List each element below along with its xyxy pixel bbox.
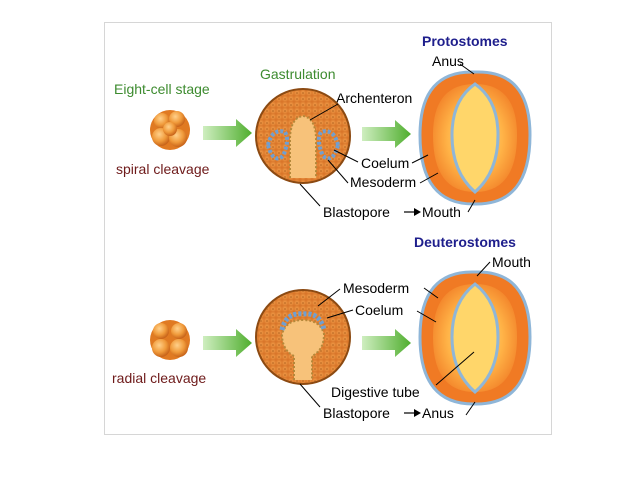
archenteron-label: Archenteron [336, 90, 412, 106]
coelum-label-bottom: Coelum [355, 302, 403, 318]
mesoderm-label-bottom: Mesoderm [343, 280, 409, 296]
arrow-icon [362, 329, 411, 357]
deuterostomes-title: Deuterostomes [414, 234, 516, 250]
arrow-icon [203, 119, 252, 147]
gastrulation-label: Gastrulation [260, 66, 335, 82]
spiral-cleavage-label: spiral cleavage [116, 161, 210, 177]
gastrula-deuterostome [255, 289, 351, 385]
arrow-icon [203, 329, 252, 357]
anus-label-bottom: Anus [422, 405, 454, 421]
protostome-body [418, 70, 532, 206]
eight-cell-embryo-radial [150, 320, 190, 360]
radial-cleavage-label: radial cleavage [112, 370, 206, 386]
protostomes-title: Protostomes [422, 33, 508, 49]
gastrula-protostome [255, 88, 351, 184]
eight-cell-embryo-spiral [150, 110, 190, 150]
leader-lines-top [299, 63, 476, 213]
deuterostome-body [418, 270, 532, 406]
leader-lines-bottom [299, 261, 491, 416]
arrow-icon [404, 409, 421, 417]
digestive-tube-label: Digestive tube [331, 384, 420, 400]
anus-label-top: Anus [432, 53, 464, 69]
mouth-label-bottom: Mouth [492, 254, 531, 270]
blastopore-label-top: Blastopore [323, 204, 390, 220]
mouth-label-top: Mouth [422, 204, 461, 220]
arrow-icon [362, 120, 411, 148]
blastopore-label-bottom: Blastopore [323, 405, 390, 421]
arrow-icon [404, 208, 421, 216]
coelum-label-top: Coelum [361, 155, 409, 171]
mesoderm-label-top: Mesoderm [350, 174, 416, 190]
eight-cell-stage-label: Eight-cell stage [114, 81, 210, 97]
